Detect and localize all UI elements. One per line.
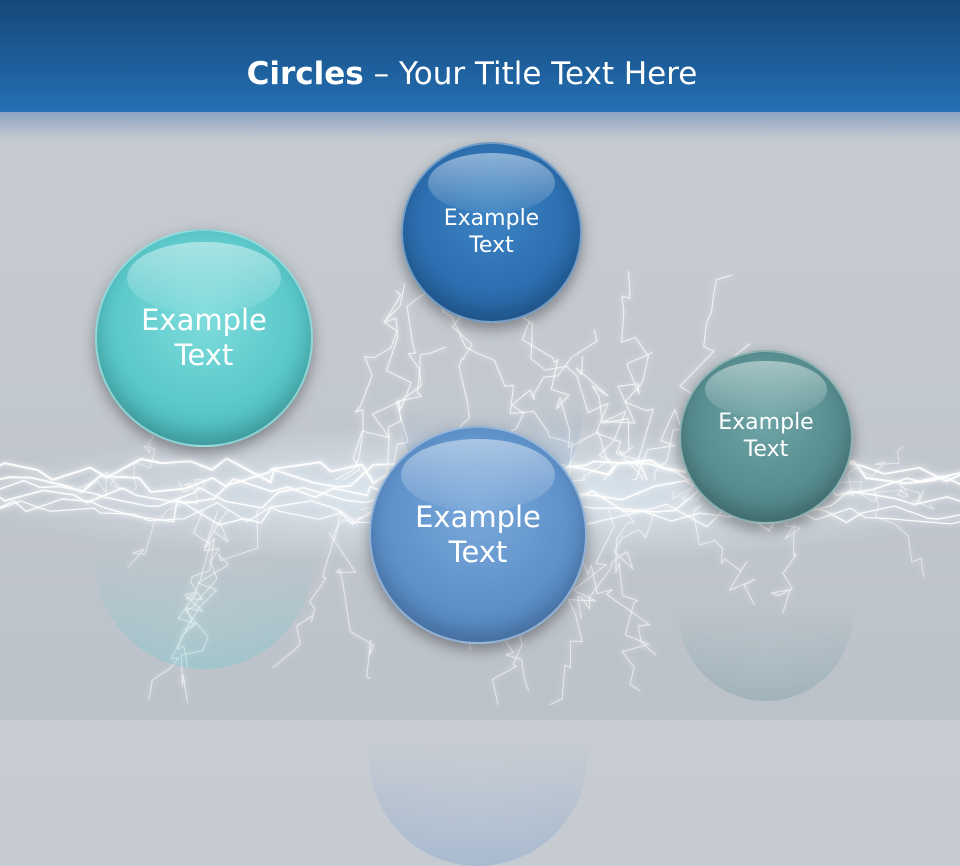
lightning-filament (75, 471, 127, 494)
circle-4-line1: Example (718, 410, 814, 436)
circle-1[interactable]: Example Text (95, 229, 313, 669)
circle-2[interactable]: Example Text (401, 142, 582, 507)
lightning-branch (770, 509, 801, 614)
slide-title-rest: – Your Title Text Here (363, 56, 698, 92)
circle-2-gloss (427, 152, 556, 214)
title-bar-fade (0, 112, 960, 140)
lightning-branch (496, 299, 649, 481)
lightning-branch (549, 509, 615, 706)
slide-title: Circles – Your Title Text Here (0, 52, 944, 96)
circle-3-shape: Example Text (369, 426, 587, 644)
circle-2-shape: Example Text (401, 142, 582, 323)
lightning-branch (177, 509, 211, 668)
slide-title-bold: Circles (246, 56, 364, 92)
circle-1-line2: Text (174, 338, 234, 372)
lightning-branch (653, 274, 733, 481)
lightning-branch (615, 509, 650, 692)
circle-1-line1: Example (141, 302, 267, 337)
lightning-branch (692, 504, 756, 605)
circle-1-shape: Example Text (95, 229, 313, 447)
lightning-branch (521, 320, 614, 481)
lightning-branch (180, 509, 220, 704)
lightning-filament (127, 489, 199, 569)
lightning-filament (178, 479, 208, 493)
lightning-branch (577, 509, 656, 620)
lightning-filament (133, 427, 158, 491)
lightning-branch (328, 509, 374, 680)
circle-3[interactable]: Example Text (369, 426, 587, 866)
circle-3-line1: Example (415, 499, 541, 534)
circle-4-shape: Example Text (679, 350, 853, 524)
circle-2-label: Example Text (444, 206, 539, 260)
circle-4-line2: Text (743, 437, 789, 462)
lightning-filament (899, 481, 935, 510)
circle-3-label: Example Text (415, 500, 541, 571)
lightning-branch (177, 509, 229, 631)
circle-4-label: Example Text (718, 410, 813, 464)
lightning-branch (335, 282, 406, 481)
lightning-branch (583, 352, 653, 481)
circle-4[interactable]: Example Text (679, 350, 853, 701)
circle-2-line1: Example (443, 205, 540, 231)
lightning-filament (872, 489, 925, 578)
title-bar (0, 0, 960, 112)
circle-2-line2: Text (469, 232, 514, 258)
lightning-branch (441, 306, 586, 482)
circle-3-line2: Text (448, 535, 508, 569)
circle-1-label: Example Text (141, 303, 267, 374)
lightning-branch (575, 355, 644, 481)
lightning-branch (148, 509, 260, 701)
